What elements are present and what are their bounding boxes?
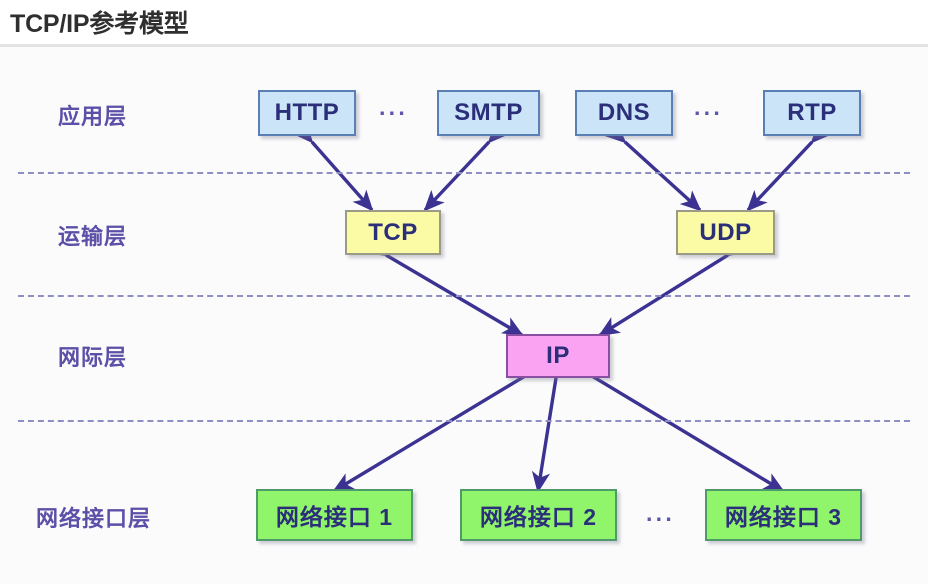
- node-network-interface-2[interactable]: 网络接口 2: [460, 489, 617, 541]
- node-smtp[interactable]: SMTP: [437, 90, 540, 136]
- node-network-interface-1[interactable]: 网络接口 1: [256, 489, 413, 541]
- title-bar: TCP/IP参考模型: [0, 0, 928, 48]
- arrow-rtp-udp: [746, 121, 832, 212]
- layer-label-internet: 网际层: [58, 345, 128, 370]
- arrow-ip-nif2: [531, 357, 569, 494]
- layer-label-application: 应用层: [58, 104, 128, 129]
- node-rtp[interactable]: RTP: [763, 90, 861, 136]
- ellipsis-application-right: ···: [694, 100, 723, 126]
- title-divider: [0, 44, 928, 47]
- diagram-canvas: 应用层 运输层 网际层 网络接口层 HTTP ··· SMTP DNS ··· …: [0, 47, 928, 584]
- arrow-smtp-tcp: [423, 121, 509, 212]
- separator-internet-netif: [18, 420, 910, 422]
- node-network-interface-3[interactable]: 网络接口 3: [705, 489, 862, 541]
- node-tcp[interactable]: TCP: [345, 210, 441, 255]
- arrow-ip-nif1: [332, 358, 547, 493]
- node-udp[interactable]: UDP: [676, 210, 775, 255]
- ellipsis-application-left: ···: [379, 100, 408, 126]
- node-dns[interactable]: DNS: [575, 90, 673, 136]
- separator-application-transport: [18, 172, 910, 174]
- node-http[interactable]: HTTP: [258, 90, 356, 136]
- page-title: TCP/IP参考模型: [10, 10, 189, 38]
- ellipsis-netif: ···: [646, 506, 675, 532]
- separator-transport-internet: [18, 295, 910, 297]
- arrow-ip-nif3: [570, 358, 785, 493]
- layer-label-netif: 网络接口层: [36, 506, 152, 531]
- node-ip[interactable]: IP: [506, 334, 610, 378]
- layer-label-transport: 运输层: [58, 224, 128, 249]
- arrow-http-tcp: [292, 121, 374, 212]
- arrow-dns-udp: [604, 122, 702, 212]
